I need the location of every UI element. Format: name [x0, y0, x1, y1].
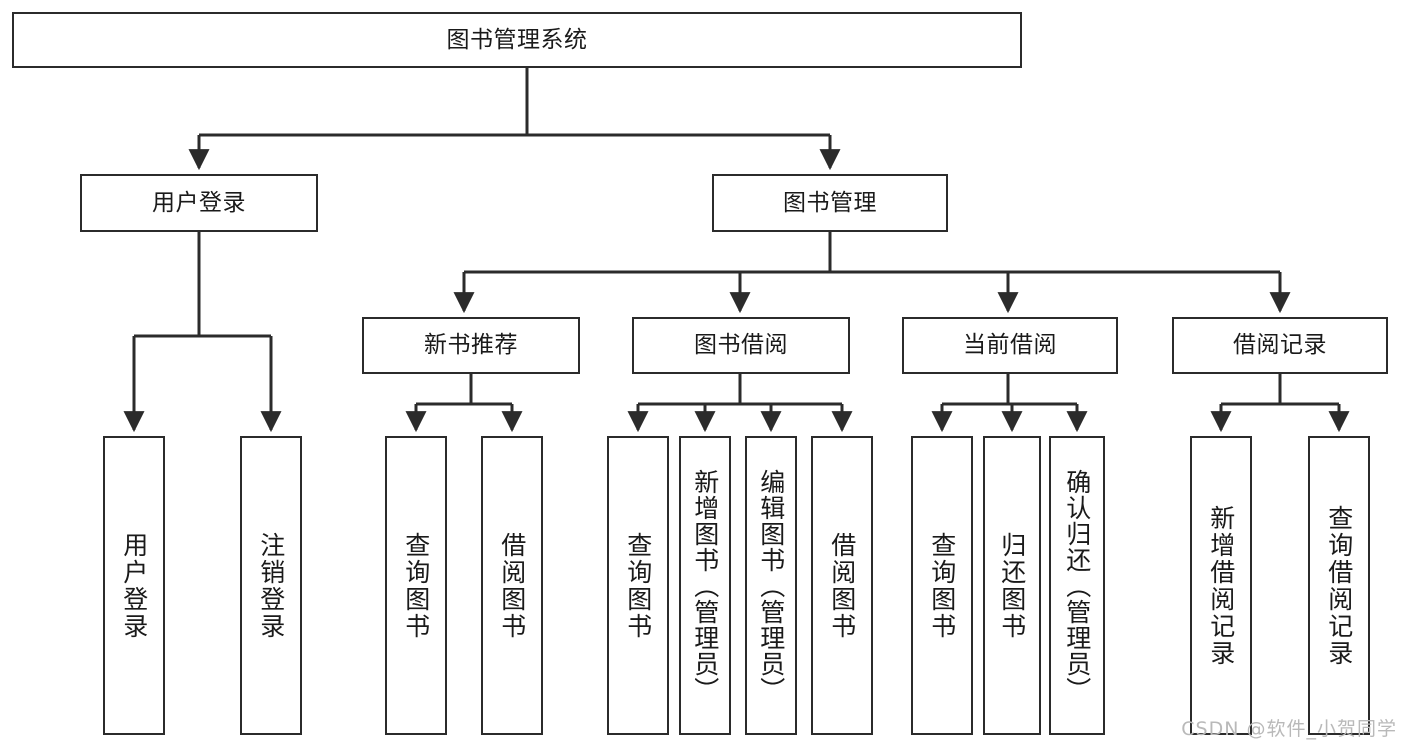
leaf-query-record-label: 查询借阅记录: [1324, 504, 1354, 667]
leaf-user-login-label: 用户登录: [119, 531, 149, 640]
leaf-query-book-2-label: 查询图书: [623, 531, 653, 640]
node-new-book-recommend-label: 新书推荐: [424, 332, 518, 359]
node-new-book-recommend[interactable]: 新书推荐: [362, 317, 580, 374]
leaf-confirm-return[interactable]: 确认归还（管理员）: [1049, 436, 1105, 735]
csdn-watermark: CSDN @软件_小贺同学: [1181, 718, 1397, 740]
node-current-borrow-label: 当前借阅: [963, 332, 1057, 359]
leaf-query-book-1-label: 查询图书: [401, 531, 431, 640]
node-borrow-record-label: 借阅记录: [1233, 332, 1327, 359]
leaf-return-book-label: 归还图书: [997, 531, 1027, 640]
node-book-manage[interactable]: 图书管理: [712, 174, 948, 232]
node-root[interactable]: 图书管理系统: [12, 12, 1022, 68]
node-book-borrow-label: 图书借阅: [694, 332, 788, 359]
leaf-borrow-book-2[interactable]: 借阅图书: [811, 436, 873, 735]
node-current-borrow[interactable]: 当前借阅: [902, 317, 1118, 374]
node-book-borrow[interactable]: 图书借阅: [632, 317, 850, 374]
leaf-add-record[interactable]: 新增借阅记录: [1190, 436, 1252, 735]
leaf-logout[interactable]: 注销登录: [240, 436, 302, 735]
leaf-query-record[interactable]: 查询借阅记录: [1308, 436, 1370, 735]
leaf-borrow-book-1-label: 借阅图书: [497, 531, 527, 640]
leaf-add-record-label: 新增借阅记录: [1206, 504, 1236, 667]
leaf-user-login[interactable]: 用户登录: [103, 436, 165, 735]
leaf-borrow-book-2-label: 借阅图书: [827, 531, 857, 640]
leaf-logout-label: 注销登录: [256, 531, 286, 640]
leaf-query-book-3[interactable]: 查询图书: [911, 436, 973, 735]
leaf-confirm-return-label: 确认归还（管理员）: [1062, 468, 1092, 703]
leaf-add-book[interactable]: 新增图书（管理员）: [679, 436, 731, 735]
leaf-query-book-3-label: 查询图书: [927, 531, 957, 640]
leaf-edit-book-label: 编辑图书（管理员）: [756, 468, 786, 703]
leaf-return-book[interactable]: 归还图书: [983, 436, 1041, 735]
node-user-login[interactable]: 用户登录: [80, 174, 318, 232]
node-user-login-label: 用户登录: [152, 189, 246, 216]
node-borrow-record[interactable]: 借阅记录: [1172, 317, 1388, 374]
leaf-edit-book[interactable]: 编辑图书（管理员）: [745, 436, 797, 735]
leaf-add-book-label: 新增图书（管理员）: [690, 468, 720, 703]
node-book-manage-label: 图书管理: [783, 189, 877, 216]
node-root-label: 图书管理系统: [446, 26, 588, 53]
leaf-borrow-book-1[interactable]: 借阅图书: [481, 436, 543, 735]
leaf-query-book-1[interactable]: 查询图书: [385, 436, 447, 735]
leaf-query-book-2[interactable]: 查询图书: [607, 436, 669, 735]
